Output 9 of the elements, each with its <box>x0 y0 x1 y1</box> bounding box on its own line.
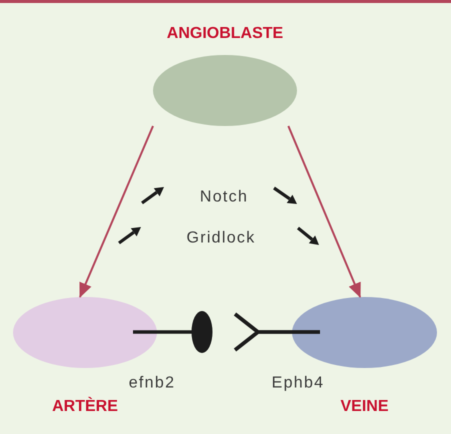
gene-label: Ephb4 <box>272 374 324 392</box>
arrow <box>79 126 154 298</box>
cell-name: VEINE <box>340 398 388 416</box>
pathway-label: Notch <box>200 188 248 206</box>
cell-name: ARTÈRE <box>52 398 118 416</box>
cell-name: ANGIOBLASTE <box>166 25 284 43</box>
gene-label: efnb2 <box>128 374 176 392</box>
arrow <box>287 126 362 298</box>
pathway-label: Gridlock <box>186 228 256 248</box>
